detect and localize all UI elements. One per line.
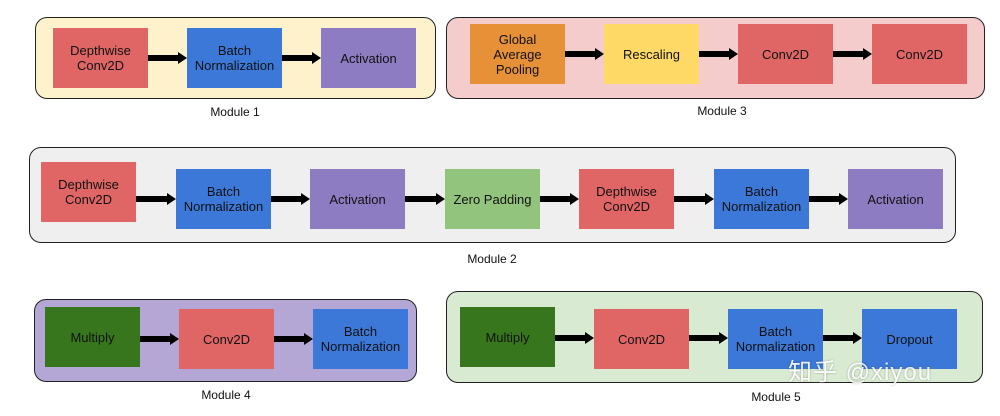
module-3-arrow-2 — [699, 48, 738, 60]
module-4-batch-normalization-block: Batch Normalization — [313, 309, 408, 369]
module-2-arrow-3 — [405, 193, 445, 205]
module-5-batch-normalization-block: Batch Normalization — [728, 309, 823, 369]
module-2-arrow-6 — [809, 193, 848, 205]
module-5-arrow-2 — [689, 332, 728, 344]
module-2-arrow-4 — [540, 193, 579, 205]
module-2-activation-block-2: Activation — [848, 169, 943, 229]
module-1-caption: Module 1 — [210, 105, 260, 119]
module-1-depthwise-conv2d-block: Depthwise Conv2D — [53, 28, 148, 88]
watermark: 知乎 @xiyou — [788, 359, 933, 386]
module-4-arrow-1 — [140, 333, 179, 345]
module-1-batch-normalization-block: Batch Normalization — [187, 28, 282, 88]
module-2-zero-padding-block: Zero Padding — [445, 169, 540, 229]
module-3-rescaling-block: Rescaling — [604, 24, 699, 84]
module-3-global-average-pooling-block: Global Average Pooling — [470, 24, 565, 84]
module-1-arrow-1 — [148, 52, 187, 64]
module-5-arrow-3 — [823, 332, 862, 344]
module-1-arrow-2 — [282, 52, 321, 64]
module-3-conv2d-block-1: Conv2D — [738, 24, 833, 84]
module-4-caption: Module 4 — [201, 388, 251, 402]
module-5-conv2d-block: Conv2D — [594, 309, 689, 369]
module-4-arrow-2 — [274, 333, 313, 345]
module-5-caption: Module 5 — [751, 390, 801, 404]
module-5-dropout-block: Dropout — [862, 309, 957, 369]
module-4-conv2d-block: Conv2D — [179, 309, 274, 369]
module-1-activation-block: Activation — [321, 28, 416, 88]
module-2-depthwise-conv2d-block-2: Depthwise Conv2D — [579, 169, 674, 229]
module-3-conv2d-block-2: Conv2D — [872, 24, 967, 84]
module-2-activation-block-1: Activation — [310, 169, 405, 229]
module-3-caption: Module 3 — [697, 104, 747, 118]
module-5-multiply-block: Multiply — [460, 307, 555, 367]
module-2-arrow-5 — [674, 193, 714, 205]
module-2-arrow-1 — [136, 193, 176, 205]
module-4-multiply-block: Multiply — [45, 307, 140, 367]
module-5-arrow-1 — [555, 332, 594, 344]
module-3-arrow-1 — [565, 48, 604, 60]
module-2-batch-normalization-block-2: Batch Normalization — [714, 169, 809, 229]
module-2-batch-normalization-block-1: Batch Normalization — [176, 169, 271, 229]
module-3-arrow-3 — [833, 48, 872, 60]
module-2-caption: Module 2 — [467, 252, 517, 266]
module-2-depthwise-conv2d-block-1: Depthwise Conv2D — [41, 162, 136, 222]
module-2-arrow-2 — [271, 193, 310, 205]
